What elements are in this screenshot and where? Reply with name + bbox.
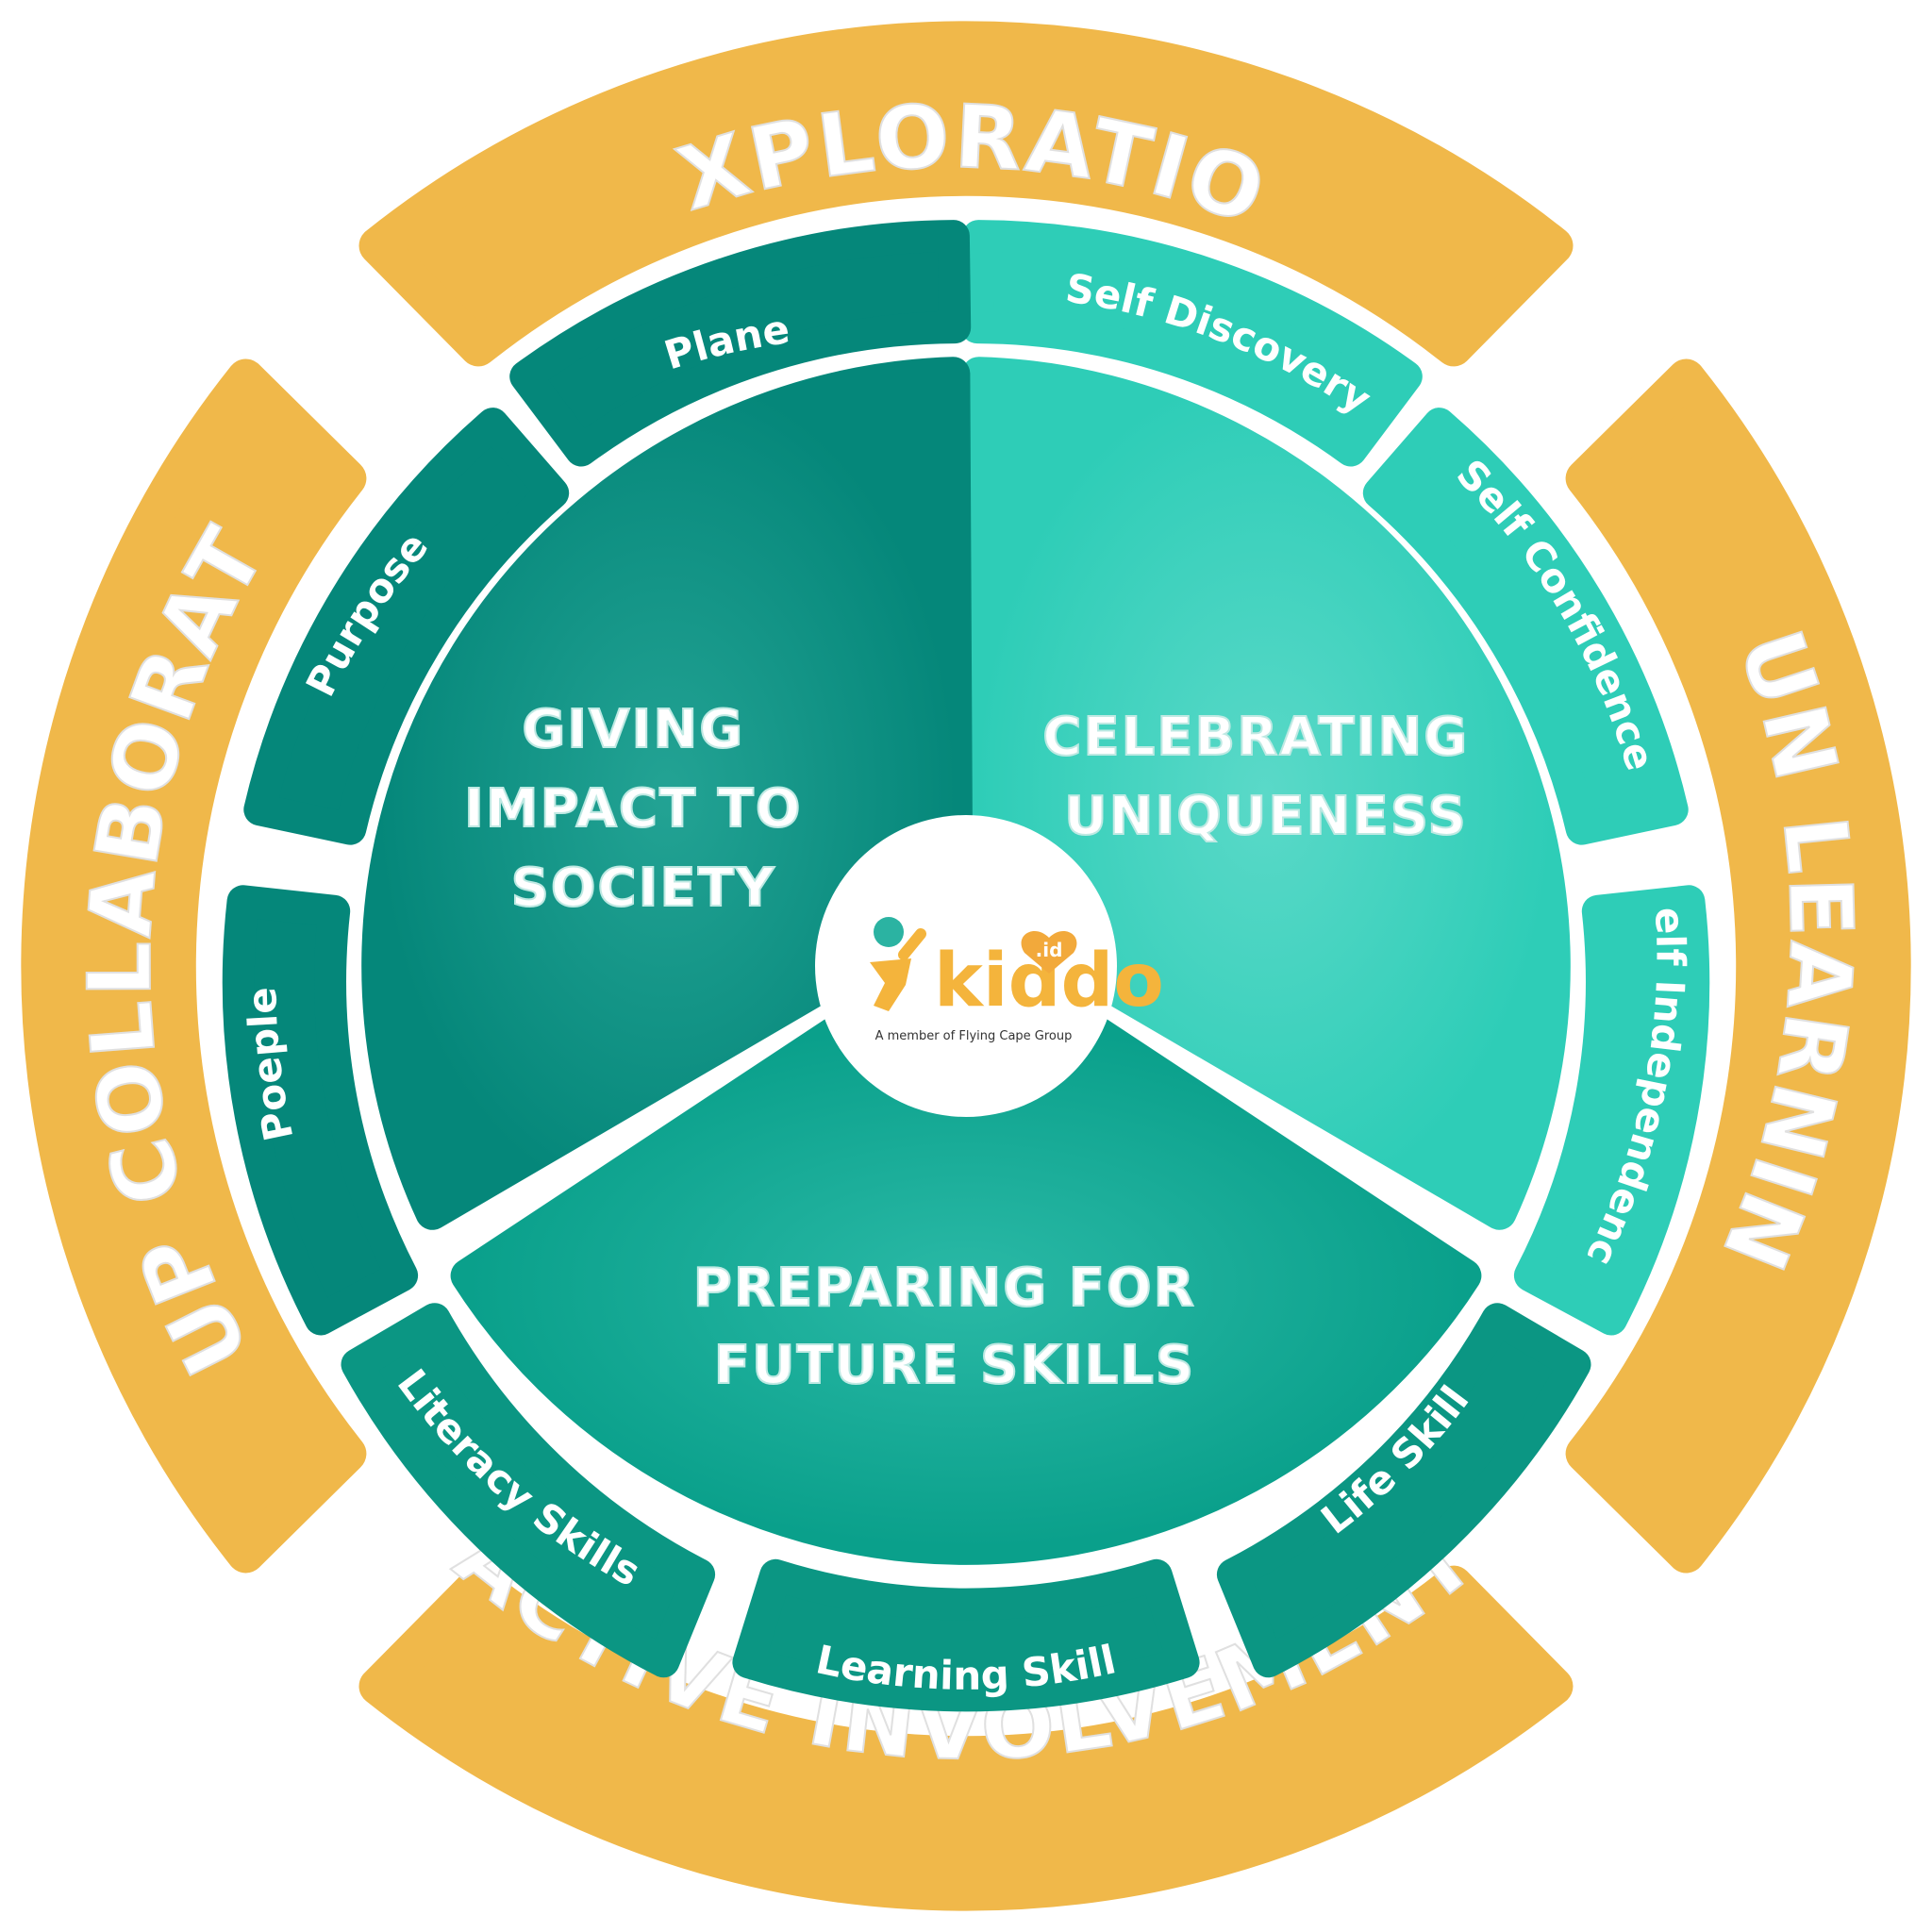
middle-segment-self-discovery [960, 220, 1423, 467]
core-title-preparing-for-future-skills: PREPARING FOR FUTURE SKILLS [693, 1257, 1216, 1396]
heart-icon [1021, 930, 1077, 974]
center-logo: kiddo .id A member of Flying Cape Group [815, 815, 1164, 1117]
middle-segment-purpose [243, 408, 570, 845]
middle-segment-self-independence [1513, 885, 1710, 1336]
middle-segment-self-confidence [1362, 408, 1689, 845]
kid-figure-icon [870, 917, 926, 1011]
logo-tagline: A member of Flying Cape Group [875, 1029, 1073, 1043]
outer-segment-fun-learning [1565, 358, 1911, 1574]
logo-badge [815, 815, 1117, 1117]
logo-suffix: .id [1036, 939, 1063, 961]
middle-segment-poeple [222, 885, 419, 1336]
middle-segment-literacy-skills [341, 1303, 716, 1678]
middle-segment-planet [509, 220, 972, 467]
middle-segment-learning-skill [732, 1558, 1200, 1712]
middle-segment-life-skill [1216, 1303, 1591, 1678]
core-title-giving-impact-to-society: GIVING IMPACT TO SOCIETY [464, 699, 823, 919]
outer-segment-exploration [358, 21, 1574, 367]
outer-segment-group-collaboration [21, 358, 367, 1574]
outer-segment-active-involvement [358, 1565, 1574, 1911]
core-title-celebrating-uniqueness: CELEBRATING UNIQUENESS [1042, 707, 1489, 847]
